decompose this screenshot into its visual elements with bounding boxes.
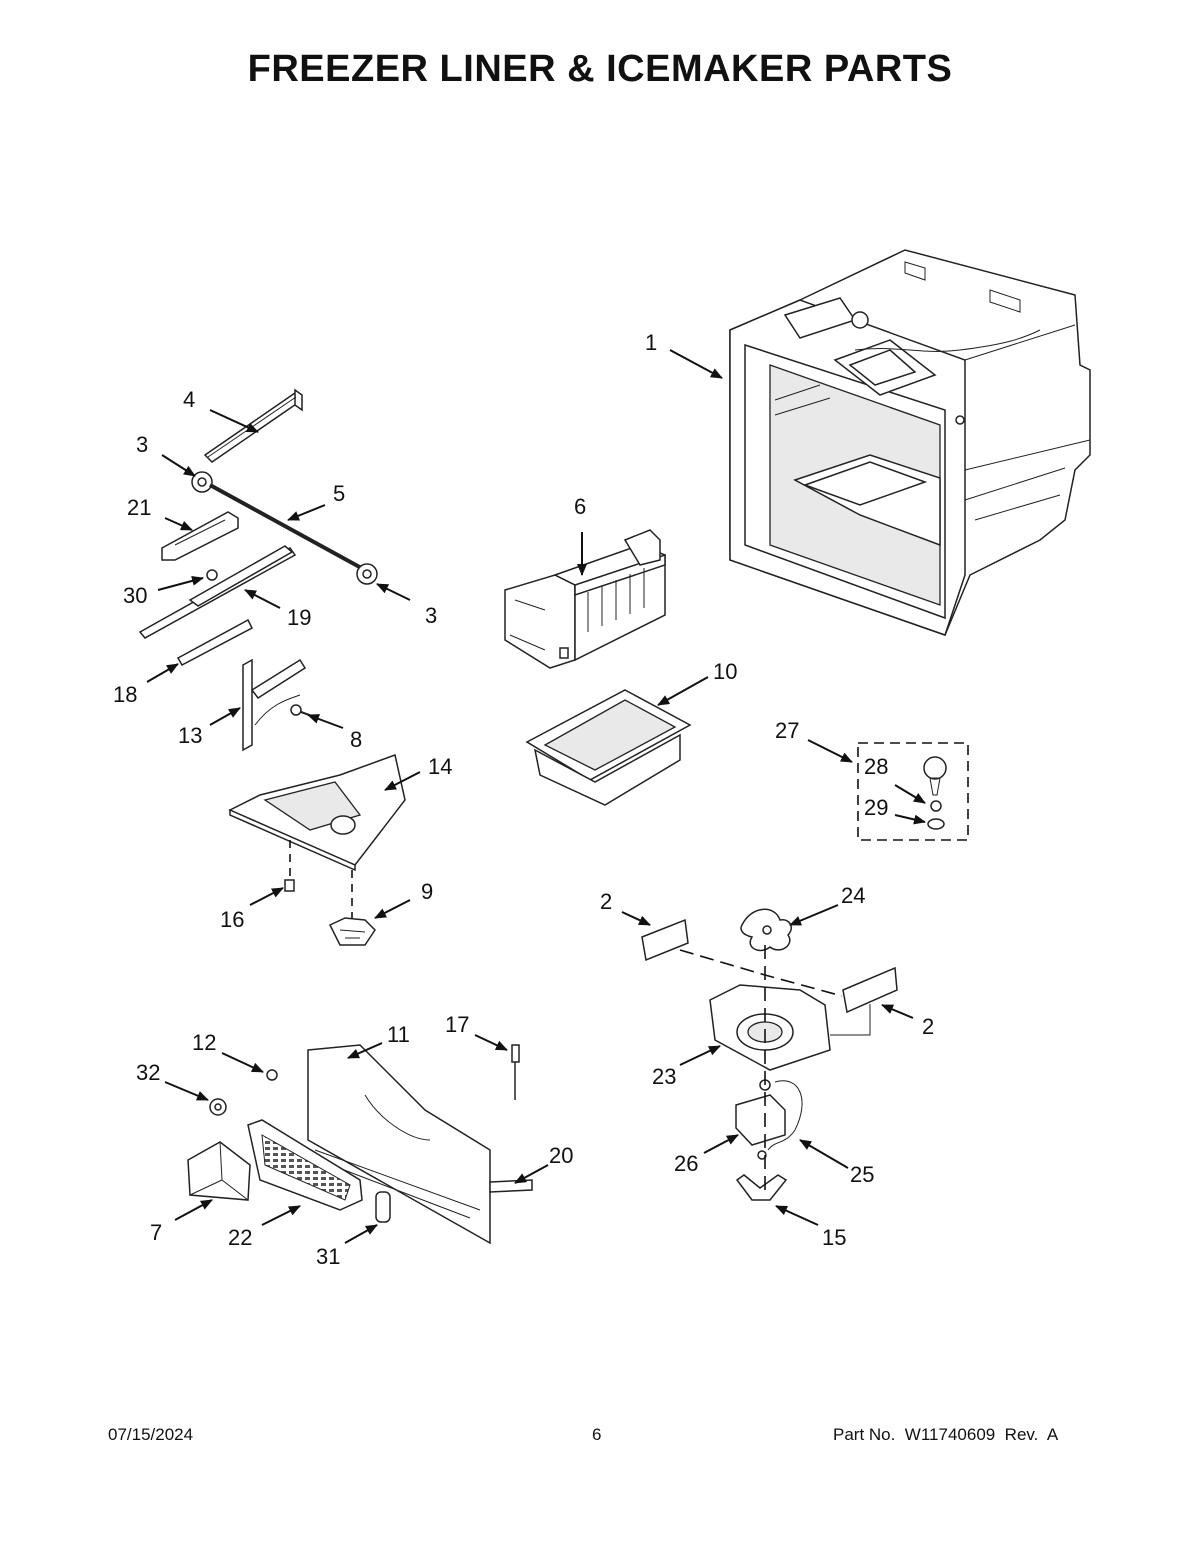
callout-29: 29 bbox=[864, 795, 888, 820]
part-22-grille bbox=[247, 1119, 363, 1211]
part-4-ice-rail bbox=[203, 388, 304, 463]
part-31-clip bbox=[375, 1191, 391, 1223]
callout-25: 25 bbox=[850, 1162, 874, 1187]
part-11-rear-panel bbox=[307, 1044, 491, 1245]
callout-1: 1 bbox=[645, 330, 657, 355]
callout-7: 7 bbox=[150, 1220, 162, 1245]
callout-2b: 2 bbox=[922, 1014, 934, 1039]
part-1-freezer-liner bbox=[729, 249, 1091, 636]
callout-11: 11 bbox=[387, 1022, 410, 1047]
footer-date: 07/15/2024 bbox=[108, 1425, 194, 1444]
part-15-motor-bracket bbox=[735, 1150, 788, 1201]
part-30-screw bbox=[206, 569, 218, 581]
part-21-bracket bbox=[161, 511, 239, 561]
callout-27: 27 bbox=[775, 718, 799, 743]
callout-3a: 3 bbox=[136, 432, 148, 457]
part-13-mounting-bracket bbox=[242, 658, 307, 752]
footer-page-number: 6 bbox=[592, 1425, 602, 1444]
callout-5: 5 bbox=[333, 481, 345, 506]
callout-13: 13 bbox=[178, 723, 202, 748]
callout-10: 10 bbox=[713, 659, 737, 684]
part-20-seal-strip bbox=[489, 1179, 533, 1193]
callout-12: 12 bbox=[192, 1030, 216, 1055]
callout-24: 24 bbox=[841, 883, 865, 908]
part-2-insulation-left bbox=[641, 918, 689, 962]
part-23-fan-shroud bbox=[709, 984, 831, 1071]
callout-32: 32 bbox=[136, 1060, 160, 1085]
leader-lines bbox=[146, 349, 926, 1244]
callout-8: 8 bbox=[350, 727, 362, 752]
callout-26: 26 bbox=[674, 1151, 698, 1176]
callout-16: 16 bbox=[220, 907, 244, 932]
callout-15: 15 bbox=[822, 1225, 846, 1250]
callout-2a: 2 bbox=[600, 889, 612, 914]
part-17-thermistor bbox=[511, 1044, 520, 1100]
part-2-insulation-right bbox=[842, 966, 898, 1014]
footer-part-number: Part No. W11740609 Rev. A bbox=[833, 1425, 1059, 1444]
callout-18: 18 bbox=[113, 682, 137, 707]
callout-19: 19 bbox=[287, 605, 311, 630]
part-14-auger-housing bbox=[228, 754, 406, 872]
callout-6: 6 bbox=[574, 494, 586, 519]
part-25-wire-harness bbox=[767, 1080, 803, 1151]
part-3-gear-left bbox=[191, 471, 213, 493]
part-12-screw bbox=[266, 1069, 278, 1081]
callout-21: 21 bbox=[127, 495, 151, 520]
part-5-shaft bbox=[209, 483, 366, 572]
part-3-gear-right bbox=[356, 563, 378, 585]
part-10-ice-bin bbox=[525, 689, 692, 806]
part-9-auger-motor-cap bbox=[328, 917, 376, 946]
part-19-slide bbox=[138, 545, 297, 639]
callout-30: 30 bbox=[123, 583, 147, 608]
callout-20: 20 bbox=[549, 1143, 573, 1168]
callout-28: 28 bbox=[864, 754, 888, 779]
callout-3b: 3 bbox=[425, 603, 437, 628]
callout-31: 31 bbox=[316, 1244, 340, 1269]
callout-4: 4 bbox=[183, 387, 195, 412]
callout-23: 23 bbox=[652, 1064, 676, 1089]
part-29-washer bbox=[927, 800, 945, 830]
callout-17: 17 bbox=[445, 1012, 469, 1037]
part-28-valve bbox=[923, 756, 947, 796]
part-27-kit-group bbox=[857, 742, 969, 841]
part-24-fan-blade bbox=[740, 908, 792, 952]
callout-9: 9 bbox=[421, 879, 433, 904]
callout-22: 22 bbox=[228, 1225, 252, 1250]
callout-labels: 1 4 3 5 21 6 30 19 3 18 10 13 8 27 14 28… bbox=[113, 330, 934, 1269]
part-16-clip bbox=[284, 879, 295, 892]
part-18-slide-rail bbox=[176, 618, 253, 667]
callout-14: 14 bbox=[428, 754, 452, 779]
part-6-icemaker bbox=[504, 529, 666, 669]
page-title: FREEZER LINER & ICEMAKER PARTS bbox=[247, 48, 953, 90]
part-32-bracket bbox=[209, 1098, 227, 1116]
part-26-fan-motor bbox=[735, 1079, 786, 1146]
part-7-air-duct bbox=[187, 1141, 251, 1201]
